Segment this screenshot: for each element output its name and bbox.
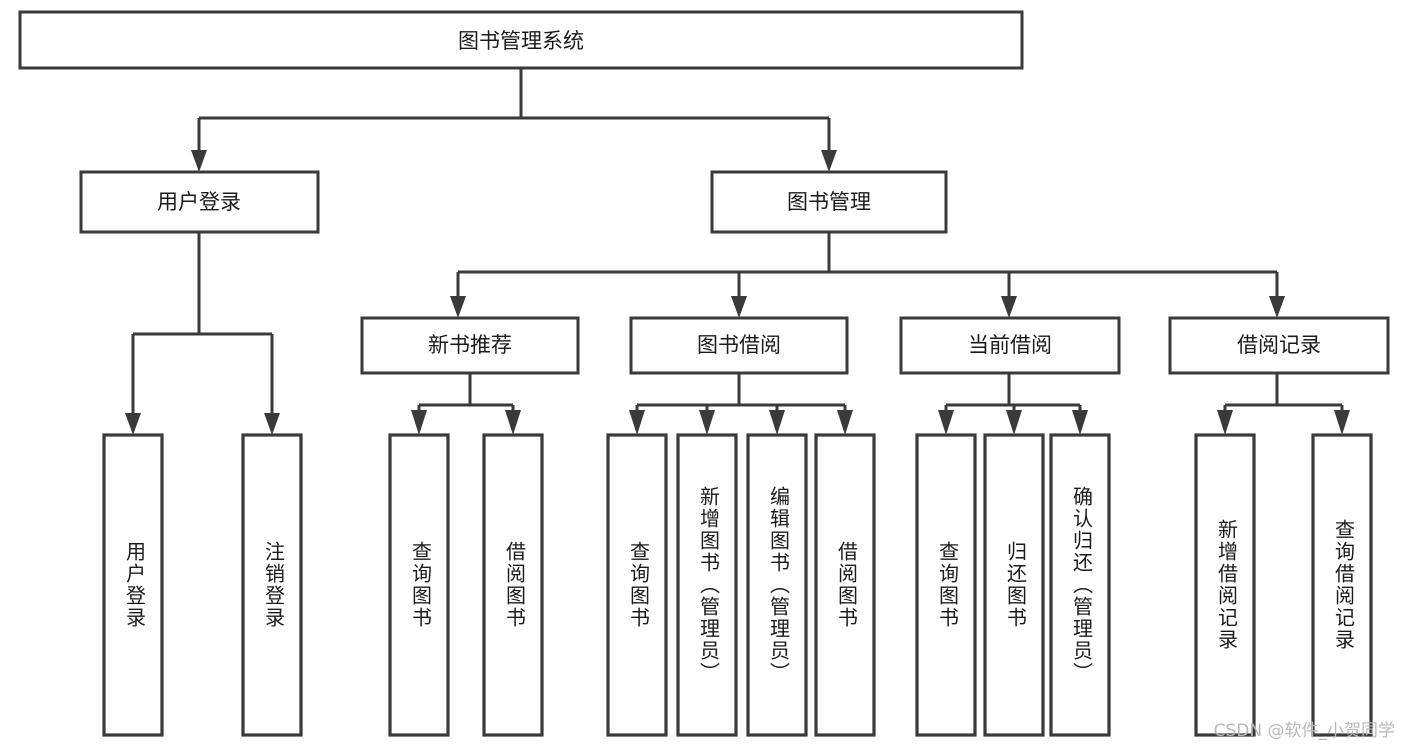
node-book-borrow[interactable]: 图书借阅: [629, 316, 849, 375]
node-user-login-box[interactable]: [79, 170, 320, 234]
node-user-login-label: 用户登录: [157, 190, 241, 214]
arrow-current-borrow-leaf-2: [1072, 410, 1088, 435]
leaf-borrow-record-1[interactable]: 查询借阅记录: [1311, 433, 1373, 737]
node-borrow-record-box[interactable]: [1168, 316, 1390, 375]
leaf-user-login-0[interactable]: 用户登录: [102, 433, 164, 737]
node-book-borrow-box[interactable]: [629, 316, 849, 375]
leaf-current-borrow-1-box[interactable]: [983, 433, 1045, 737]
arrow-book-borrow-leaf-3: [837, 410, 853, 435]
arrow-current-borrow-leaf-0: [938, 410, 954, 435]
leaf-book-borrow-3[interactable]: 借阅图书: [814, 433, 876, 737]
leaf-current-borrow-0-label: 查询图书: [936, 541, 960, 629]
leaf-book-borrow-1-box[interactable]: [676, 433, 738, 737]
leaf-book-borrow-3-box[interactable]: [814, 433, 876, 737]
leaf-new-book-1-label: 借阅图书: [503, 541, 527, 629]
connector-group-book-manage-to-level3: [450, 232, 1285, 318]
leaf-book-borrow-0-label: 查询图书: [627, 541, 651, 629]
node-book-manage-label: 图书管理: [787, 190, 871, 214]
arrow-book-borrow-leaf-0: [629, 410, 645, 435]
arrow-current-borrow-leaf-1: [1006, 410, 1022, 435]
leaf-borrow-record-1-box[interactable]: [1311, 433, 1373, 737]
leaf-new-book-0-label: 查询图书: [409, 541, 433, 629]
node-root-system-label: 图书管理系统: [458, 29, 584, 53]
leaf-user-login-0-label: 用户登录: [123, 541, 147, 629]
node-book-manage[interactable]: 图书管理: [710, 170, 948, 234]
arrow-to-book-manage: [821, 150, 837, 172]
arrow-to-current-borrow: [1001, 296, 1017, 318]
leaf-borrow-record-0[interactable]: 新增借阅记录: [1194, 433, 1256, 737]
node-root-system-box[interactable]: [18, 10, 1024, 70]
arrow-borrow-record-leaf-1: [1334, 410, 1350, 435]
arrow-to-user-login: [191, 150, 207, 172]
arrow-user-login-leaf-0: [125, 413, 141, 435]
leaf-new-book-1[interactable]: 借阅图书: [482, 433, 544, 737]
leaf-new-book-0-box[interactable]: [388, 433, 450, 737]
leaf-book-borrow-2[interactable]: 编辑图书（管理员）: [746, 433, 808, 737]
node-new-book-recommend-box[interactable]: [360, 316, 580, 375]
leaf-book-borrow-1[interactable]: 新增图书（管理员）: [676, 433, 738, 737]
arrow-to-book-borrow: [731, 296, 747, 318]
node-borrow-record-label: 借阅记录: [1237, 333, 1321, 357]
arrow-to-new-book: [450, 296, 466, 318]
connector-group-borrow-record-to-leaves: [1217, 373, 1350, 435]
leaf-book-borrow-2-box[interactable]: [746, 433, 808, 737]
leaf-current-borrow-0[interactable]: 查询图书: [915, 433, 977, 737]
arrow-borrow-record-leaf-0: [1217, 410, 1233, 435]
node-current-borrow-box[interactable]: [899, 316, 1121, 375]
node-current-borrow[interactable]: 当前借阅: [899, 316, 1121, 375]
node-new-book-recommend[interactable]: 新书推荐: [360, 316, 580, 375]
leaf-current-borrow-1[interactable]: 归还图书: [983, 433, 1045, 737]
arrow-to-borrow-record: [1269, 296, 1285, 318]
arrow-user-login-leaf-1: [264, 413, 280, 435]
leaf-borrow-record-1-label: 查询借阅记录: [1332, 519, 1356, 651]
leaf-current-borrow-0-box[interactable]: [915, 433, 977, 737]
connector-group-root-to-level2: [191, 68, 837, 172]
arrow-book-borrow-leaf-1: [699, 410, 715, 435]
leaf-book-borrow-1-label: 新增图书（管理员）: [697, 486, 721, 684]
leaf-borrow-record-0-box[interactable]: [1194, 433, 1256, 737]
node-book-borrow-label: 图书借阅: [697, 333, 781, 357]
leaf-current-borrow-2-box[interactable]: [1049, 433, 1111, 737]
leaf-book-borrow-0[interactable]: 查询图书: [606, 433, 668, 737]
leaf-current-borrow-2[interactable]: 确认归还（管理员）: [1049, 433, 1111, 737]
leaf-current-borrow-2-label: 确认归还（管理员）: [1070, 486, 1094, 684]
leaf-user-login-1-box[interactable]: [241, 433, 303, 737]
leaf-user-login-1-label: 注销登录: [262, 541, 286, 629]
node-current-borrow-label: 当前借阅: [968, 333, 1052, 357]
connector-group-new-book-to-leaves: [411, 373, 521, 435]
node-root-system[interactable]: 图书管理系统: [18, 10, 1024, 70]
arrow-new-book-leaf-0: [411, 410, 427, 435]
node-borrow-record[interactable]: 借阅记录: [1168, 316, 1390, 375]
connector-group-book-borrow-to-leaves: [629, 373, 853, 435]
leaf-new-book-0[interactable]: 查询图书: [388, 433, 450, 737]
leaf-user-login-0-box[interactable]: [102, 433, 164, 737]
leaf-user-login-1[interactable]: 注销登录: [241, 433, 303, 737]
leaf-book-borrow-0-box[interactable]: [606, 433, 668, 737]
leaf-current-borrow-1-label: 归还图书: [1004, 541, 1028, 629]
node-user-login[interactable]: 用户登录: [79, 170, 320, 234]
connector-group-user-login-to-leaves: [125, 232, 280, 435]
arrow-book-borrow-leaf-2: [769, 410, 785, 435]
leaf-new-book-1-box[interactable]: [482, 433, 544, 737]
leaf-book-borrow-3-label: 借阅图书: [835, 541, 859, 629]
arrow-new-book-leaf-1: [505, 410, 521, 435]
node-new-book-recommend-label: 新书推荐: [428, 333, 512, 357]
leaf-book-borrow-2-label: 编辑图书（管理员）: [767, 486, 791, 684]
node-book-manage-box[interactable]: [710, 170, 948, 234]
connector-group-current-borrow-to-leaves: [938, 373, 1088, 435]
leaf-borrow-record-0-label: 新增借阅记录: [1215, 519, 1239, 651]
